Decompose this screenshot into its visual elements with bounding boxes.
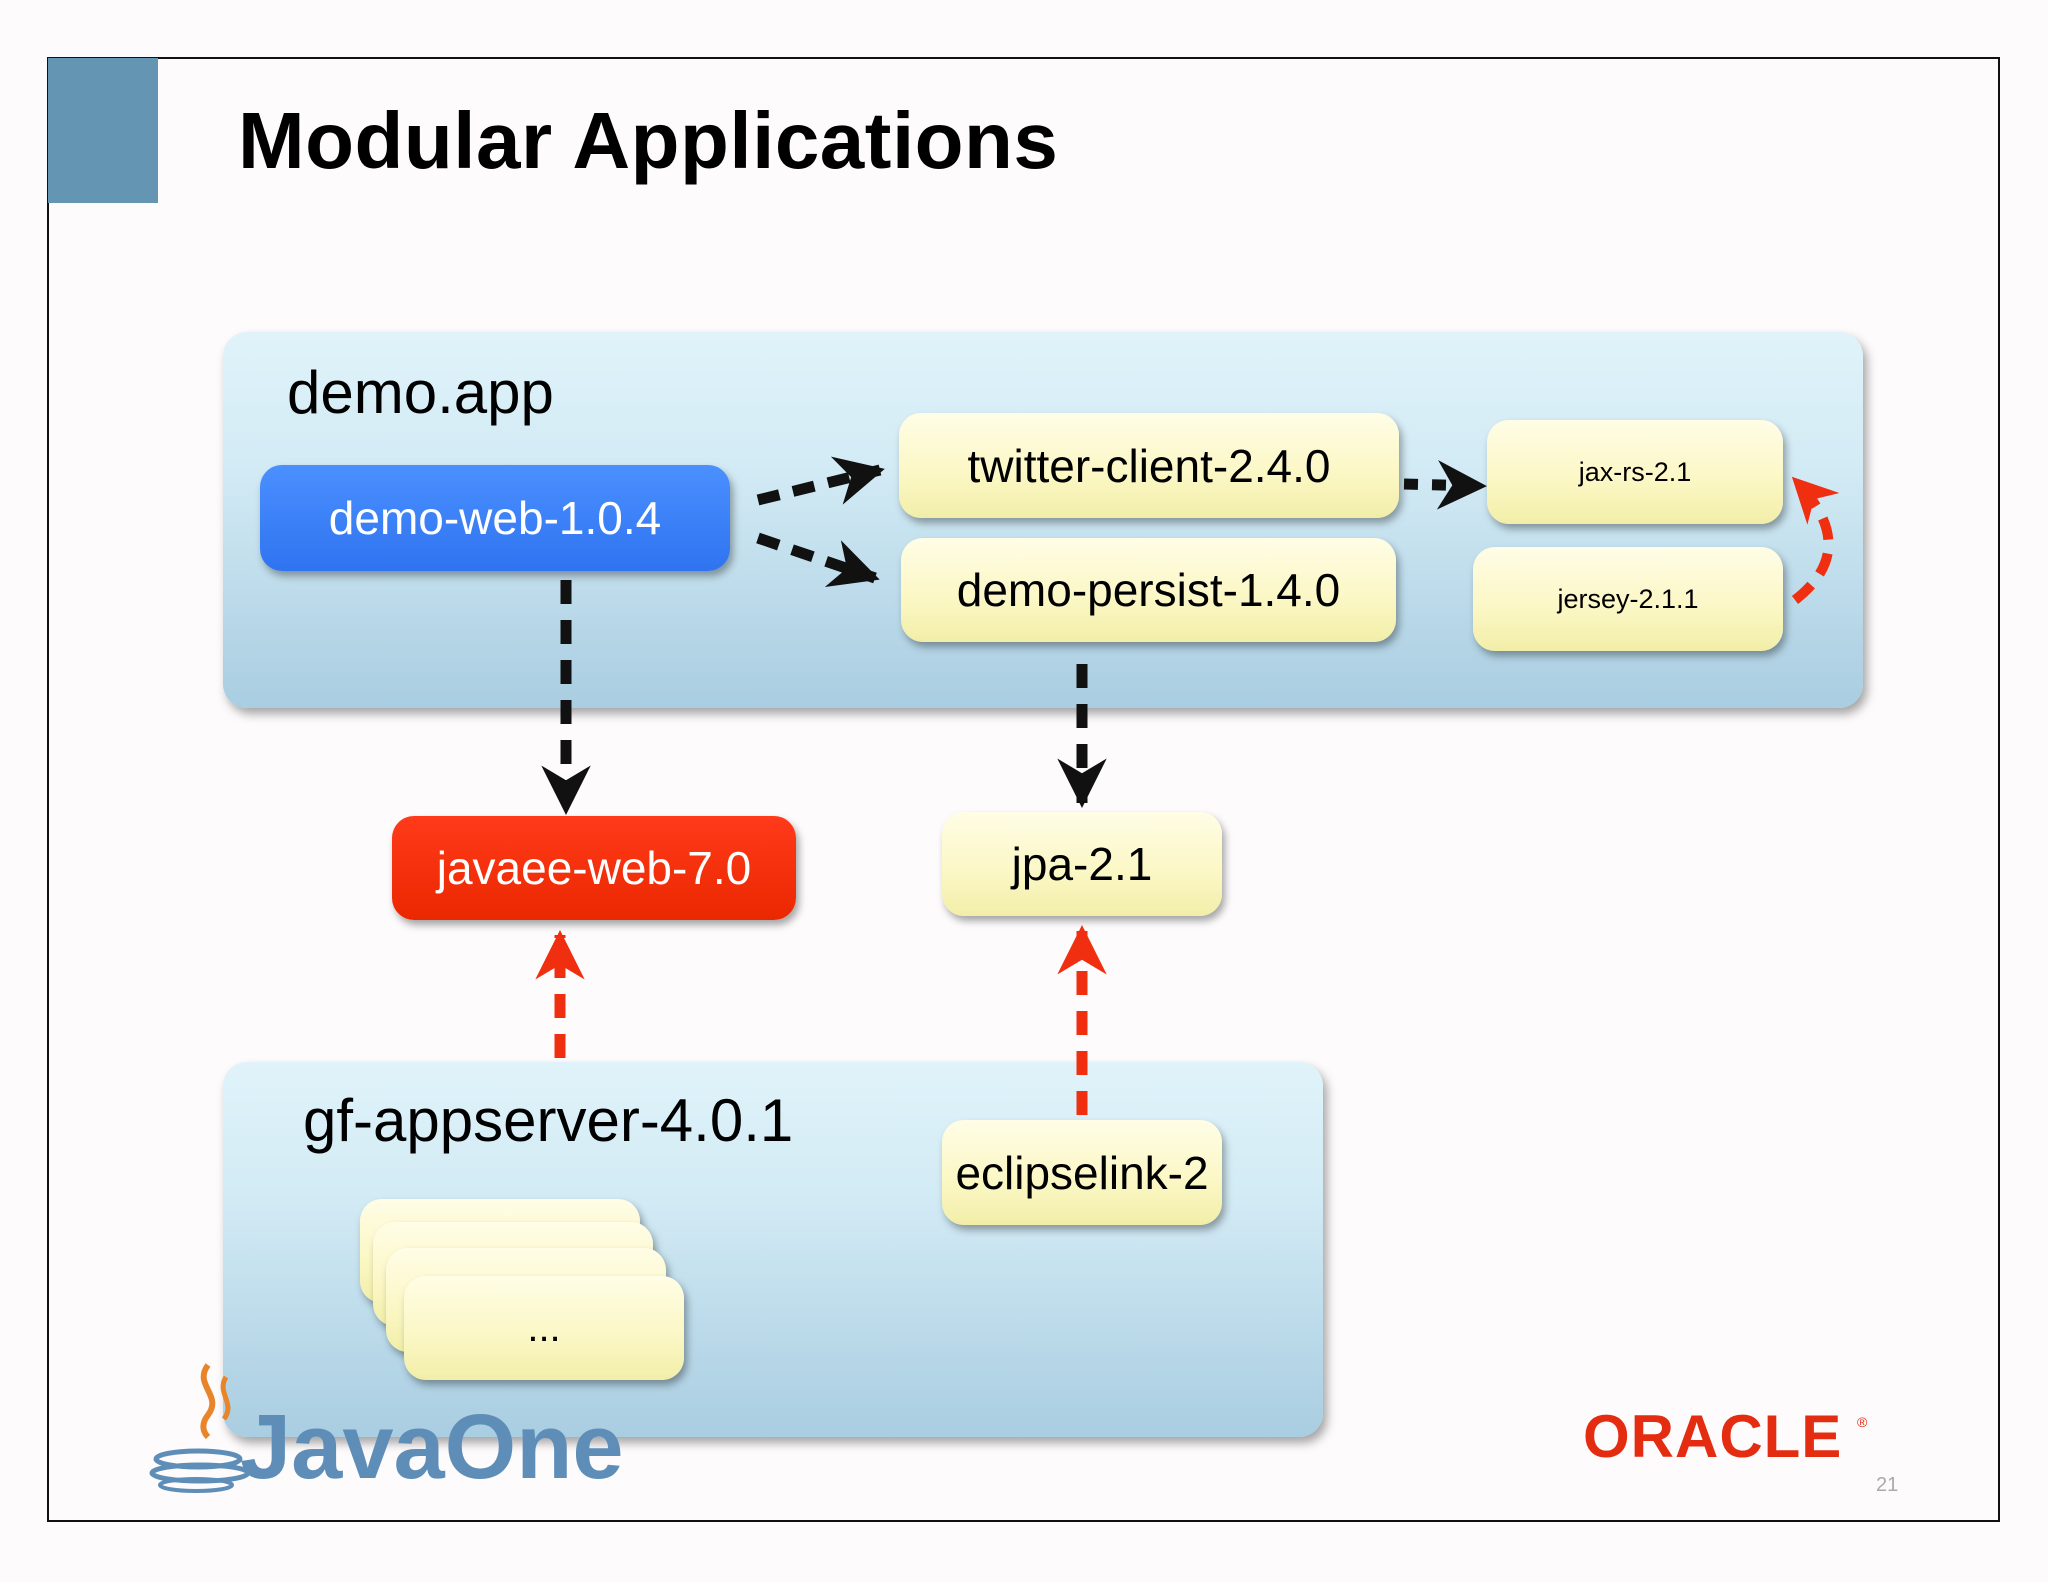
module-demo-persist[interactable]: demo-persist-1.4.0	[901, 538, 1396, 642]
module-javaee-web[interactable]: javaee-web-7.0	[392, 816, 796, 920]
module-jax-rs[interactable]: jax-rs-2.1	[1487, 420, 1783, 524]
module-demo-web[interactable]: demo-web-1.0.4	[260, 465, 730, 571]
edge-twitter-client-to-jax-rs	[1403, 460, 1487, 510]
oracle-logo: ORACLE	[1583, 1403, 1843, 1470]
module-jpa[interactable]: jpa-2.1	[942, 812, 1222, 916]
page-number: 21	[1876, 1474, 1899, 1496]
oracle-registered-mark: ®	[1857, 1414, 1868, 1430]
javaone-logo-text: JavaOne	[240, 1396, 624, 1498]
module-twitter-client[interactable]: twitter-client-2.4.0	[899, 413, 1399, 518]
module-stack-more[interactable]: ...	[404, 1276, 684, 1380]
javaone-cup-icon	[149, 1363, 251, 1493]
module-eclipselink[interactable]: eclipselink-2	[942, 1120, 1222, 1225]
slide-title: Modular Applications	[238, 96, 1059, 185]
gf-appserver-label: gf-appserver-4.0.1	[303, 1087, 794, 1154]
module-jersey[interactable]: jersey-2.1.1	[1473, 547, 1783, 651]
edge-demo-web-to-demo-persist	[756, 532, 880, 588]
edge-jersey-to-jax-rs	[1791, 476, 1840, 604]
demo-app-label: demo.app	[287, 359, 554, 426]
edge-demo-web-to-twitter-client	[756, 456, 885, 506]
corner-accent-block	[48, 58, 158, 203]
